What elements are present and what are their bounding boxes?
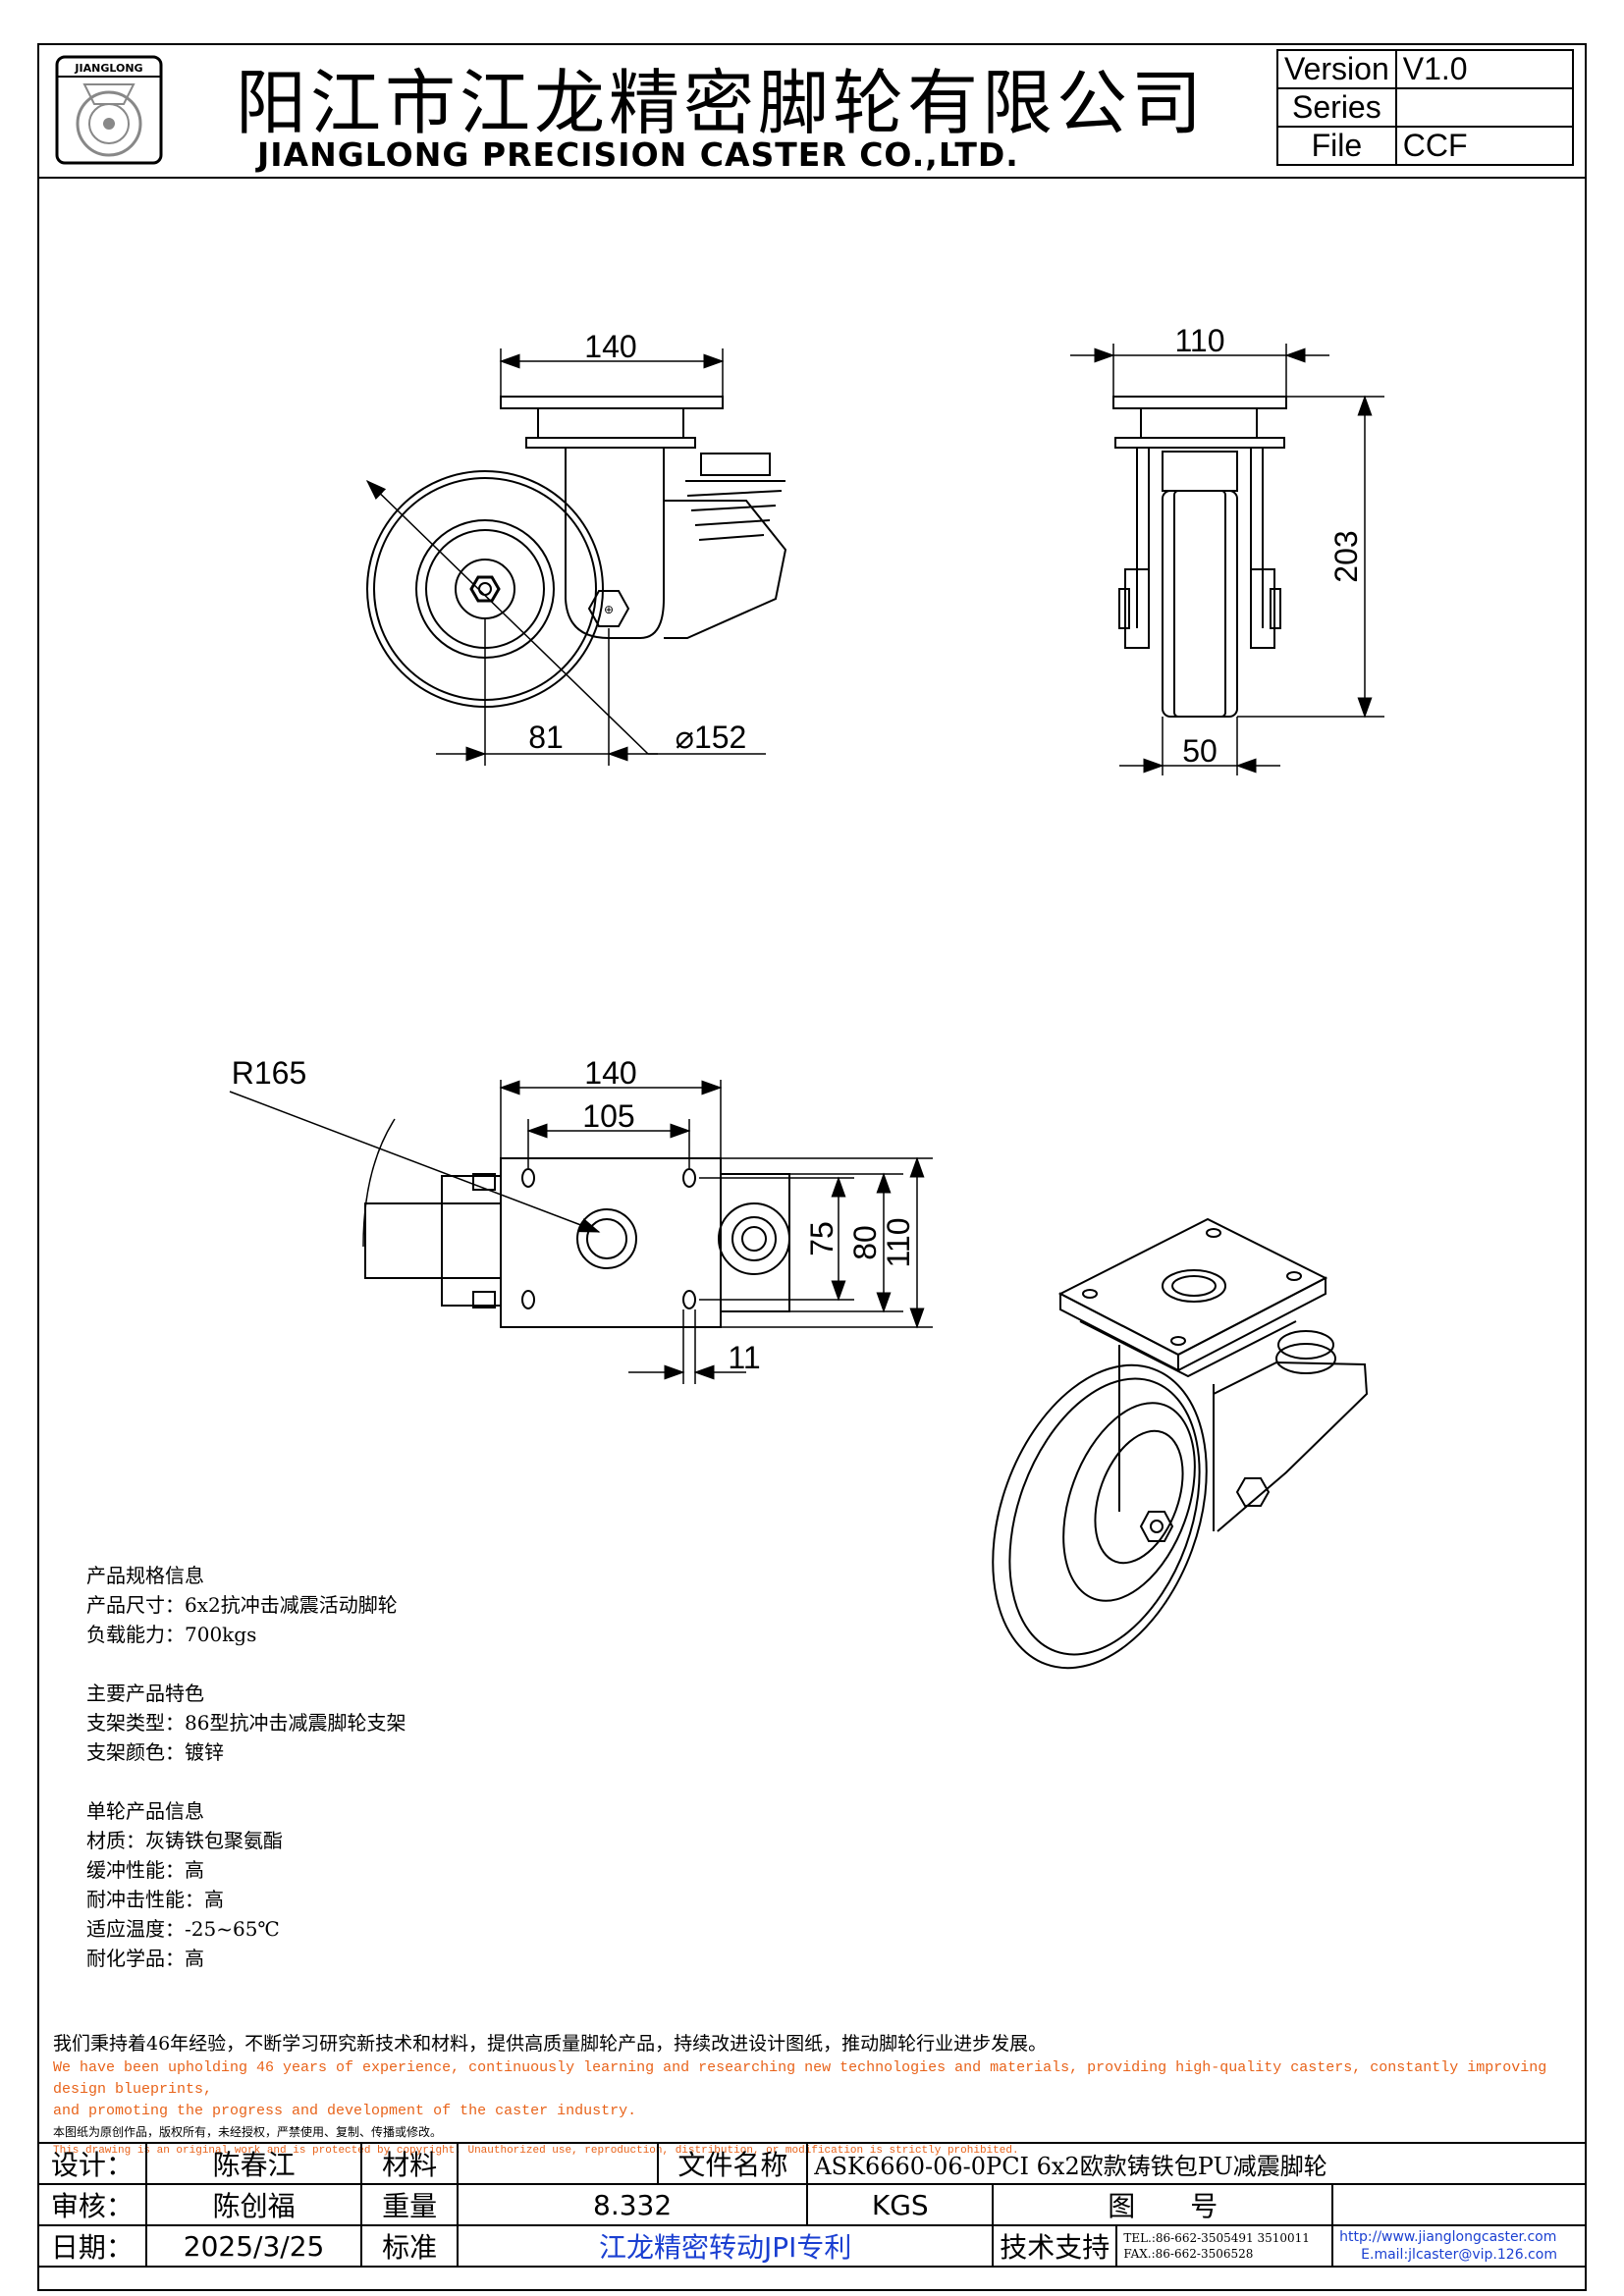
spec-section-title: 产品规格信息 xyxy=(86,1564,204,1587)
review-value: 陈创福 xyxy=(144,2183,363,2226)
spec-section-title: 单轮产品信息 xyxy=(86,1799,204,1823)
spec-size: 产品尺寸：6x2抗冲击减震活动脚轮 xyxy=(86,1593,398,1617)
company-logo: JIANGLONG xyxy=(55,55,163,165)
spec-bracket-type: 支架类型：86型抗冲击减震脚轮支架 xyxy=(86,1711,406,1735)
tel-text: TEL.:86-662-3505491 3510011 xyxy=(1123,2231,1310,2245)
weight-value: 8.332 xyxy=(456,2183,809,2226)
dim-bolt-spacing-y: 75 xyxy=(804,1221,839,1256)
top-view xyxy=(229,1080,933,1384)
front-view xyxy=(1070,344,1384,775)
standard-label: 标准 xyxy=(360,2224,459,2268)
email-link[interactable]: E.mail:jlcaster@vip.126.com xyxy=(1361,2247,1557,2263)
contact-phone: TEL.:86-662-3505491 3510011 FAX.:86-662-… xyxy=(1115,2224,1334,2268)
dim-wheel-diameter: ⌀152 xyxy=(676,720,747,755)
file-label: File xyxy=(1276,126,1397,166)
dim-side-width: 140 xyxy=(584,329,636,364)
company-name-cn: 阳江市江龙精密脚轮有限公司 xyxy=(236,62,1207,144)
series-value xyxy=(1394,87,1574,128)
date-value: 2025/3/25 xyxy=(144,2224,363,2268)
dim-plate-inner: 80 xyxy=(847,1225,883,1260)
date-label: 日期： xyxy=(37,2224,147,2268)
company-name-en: JIANGLONG PRECISION CASTER CO.,LTD. xyxy=(257,135,1019,174)
title-block: 设计： 陈春江 材料 文件名称 ASK6660-06-0PCI 6x2欧款铸铁包… xyxy=(37,2142,1587,2268)
dim-plate-depth: 110 xyxy=(881,1217,916,1267)
design-value: 陈春江 xyxy=(144,2142,363,2185)
standard-value: 江龙精密转动JPI专利 xyxy=(456,2224,995,2268)
dim-side-offset: 81 xyxy=(528,720,564,755)
file-value: CCF xyxy=(1394,126,1574,166)
drawing-frame xyxy=(37,43,1587,2291)
series-label: Series xyxy=(1276,87,1397,128)
version-label: Version xyxy=(1276,49,1397,89)
header-divider xyxy=(37,177,1587,179)
dim-swivel-radius: R165 xyxy=(232,1055,307,1091)
filename-label: 文件名称 xyxy=(657,2142,809,2185)
dim-bolt-spacing-x: 105 xyxy=(582,1098,634,1134)
side-view: ⊕ xyxy=(365,348,787,766)
spec-buffer: 缓冲性能：高 xyxy=(86,1858,204,1882)
spec-temperature: 适应温度：-25~65℃ xyxy=(86,1917,280,1941)
dim-bolt-hole: 11 xyxy=(728,1340,760,1375)
dim-plate-width: 140 xyxy=(584,1055,636,1091)
dim-front-width: 110 xyxy=(1174,323,1224,358)
material-label: 材料 xyxy=(360,2142,459,2185)
weight-label: 重量 xyxy=(360,2183,459,2226)
filename-value: ASK6660-06-0PCI 6x2欧款铸铁包PU减震脚轮 xyxy=(806,2142,1587,2185)
note-cn-mission: 我们秉持着46年经验，不断学习研究新技术和材料，提供高质量脚轮产品，持续改进设计… xyxy=(53,2033,1048,2055)
website-link[interactable]: http://www.jianglongcaster.com xyxy=(1339,2229,1557,2245)
dim-front-height: 203 xyxy=(1328,530,1364,582)
drawing-number-value xyxy=(1331,2183,1587,2226)
weight-unit: KGS xyxy=(806,2183,995,2226)
notes-block: 我们秉持着46年经验，不断学习研究新技术和材料，提供高质量脚轮产品，持续改进设计… xyxy=(53,2030,1585,2160)
spec-impact: 耐冲击性能：高 xyxy=(86,1888,224,1911)
svg-text:⊕: ⊕ xyxy=(604,603,614,616)
version-value: V1.0 xyxy=(1394,49,1574,89)
spec-material: 材质：灰铸铁包聚氨酯 xyxy=(86,1829,283,1852)
spec-chemical: 耐化学品：高 xyxy=(86,1947,204,1970)
design-label: 设计： xyxy=(37,2142,147,2185)
note-cn-copyright: 本图纸为原创作品，版权所有，未经授权，严禁使用、复制、传播或修改。 xyxy=(53,2125,443,2139)
spec-bracket-color: 支架颜色：镀锌 xyxy=(86,1740,224,1764)
note-en-mission-2: and promoting the progress and developme… xyxy=(53,2103,637,2119)
contact-web: http://www.jianglongcaster.com E.mail:jl… xyxy=(1331,2224,1587,2268)
drawing-number-label: 图 号 xyxy=(992,2183,1334,2226)
logo-text: JIANGLONG xyxy=(74,62,142,75)
note-en-mission-1: We have been upholding 46 years of exper… xyxy=(53,2059,1547,2098)
spec-load: 负载能力：700kgs xyxy=(86,1623,257,1646)
product-specs: 产品规格信息 产品尺寸：6x2抗冲击减震活动脚轮 负载能力：700kgs 主要产… xyxy=(86,1561,406,1973)
dim-wheel-width: 50 xyxy=(1182,733,1218,769)
material-value xyxy=(456,2142,660,2185)
spec-section-title: 主要产品特色 xyxy=(86,1682,204,1705)
fax-text: FAX.:86-662-3506528 xyxy=(1123,2247,1254,2261)
isometric-view xyxy=(992,1217,1369,1670)
review-label: 审核： xyxy=(37,2183,147,2226)
support-label: 技术支持 xyxy=(992,2224,1118,2268)
